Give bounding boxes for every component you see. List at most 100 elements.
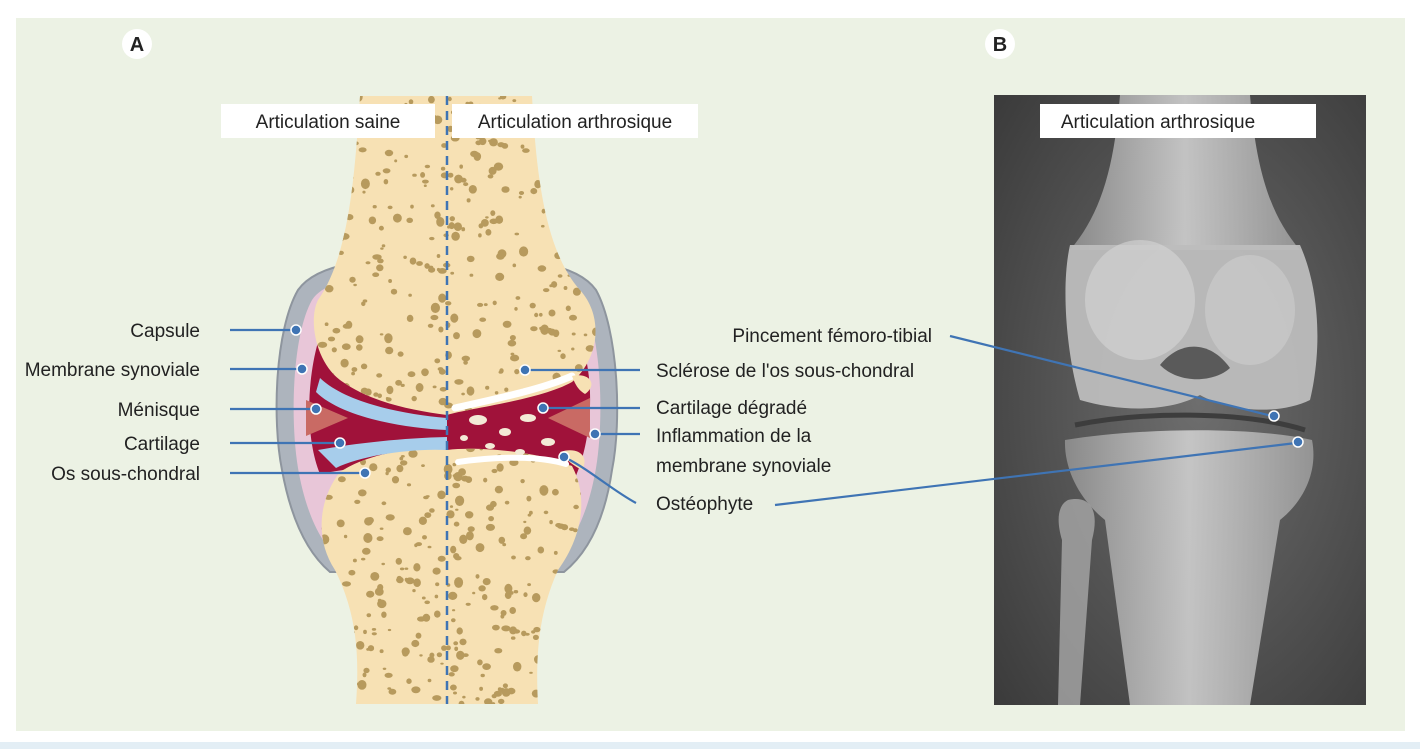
panel-a: A xyxy=(25,29,914,704)
bone-pore xyxy=(333,160,343,166)
bone-pore xyxy=(336,236,344,242)
bone-pore xyxy=(591,257,596,262)
bone-pore xyxy=(353,625,359,631)
bone-pore xyxy=(466,448,475,453)
bone-pore xyxy=(565,203,570,207)
bone-pore xyxy=(556,633,563,640)
bone-pore xyxy=(432,567,441,575)
bone-pore xyxy=(388,279,392,283)
bone-pore xyxy=(493,162,504,171)
bone-pore xyxy=(313,201,318,206)
bone-pore xyxy=(465,476,470,481)
bone-pore xyxy=(356,682,361,686)
bone-pore xyxy=(554,252,563,260)
bone-pore xyxy=(372,272,380,278)
bone-pore xyxy=(412,173,417,177)
bone-pore xyxy=(421,368,429,377)
bone-pore xyxy=(453,691,457,695)
bone-pore xyxy=(333,604,339,611)
bone-pore xyxy=(377,258,384,264)
bone-pore xyxy=(509,335,516,341)
bone-pore xyxy=(502,683,508,689)
bone-pore xyxy=(427,656,435,663)
label-inflammation-line1: Inflammation de la xyxy=(656,426,812,447)
bone-pore xyxy=(365,261,371,265)
bone-pore xyxy=(437,490,446,500)
bone-pore xyxy=(581,187,590,197)
bone-pore xyxy=(494,485,503,494)
bone-pore xyxy=(403,527,412,536)
bone-pore xyxy=(385,514,395,521)
bone-pore xyxy=(413,563,421,572)
bone-pore xyxy=(336,627,345,634)
bone-pore xyxy=(321,575,322,579)
bone-pore xyxy=(440,166,446,171)
bone-pore xyxy=(397,351,404,357)
bone-pore xyxy=(465,511,474,519)
label-synovial-membrane: Membrane synoviale xyxy=(25,360,200,381)
bone-pore xyxy=(430,302,440,313)
bone-pore xyxy=(512,99,517,103)
bone-pore xyxy=(563,286,568,290)
bone-pore xyxy=(543,659,552,666)
bone-pore xyxy=(436,217,445,227)
bone-pore xyxy=(353,141,359,146)
bone-pore xyxy=(321,665,325,673)
bone-pore xyxy=(497,142,505,148)
bone-pore xyxy=(514,307,518,311)
bone-pore xyxy=(504,583,513,594)
bone-pore xyxy=(456,650,465,660)
bone-pore xyxy=(504,591,512,599)
bone-pore xyxy=(331,139,336,144)
bone-pore xyxy=(376,373,383,378)
bone-pore xyxy=(541,224,545,228)
bone-pore xyxy=(527,513,532,517)
bone-pore xyxy=(585,345,595,352)
bone-pore xyxy=(379,527,384,530)
bone-pore xyxy=(313,245,322,252)
bone-pore xyxy=(532,634,539,641)
bone-pore xyxy=(387,628,392,632)
bone-pore xyxy=(483,303,488,307)
bone-pore xyxy=(450,313,459,323)
bone-pore xyxy=(453,521,460,527)
bone-pore xyxy=(313,202,321,208)
bone-pore xyxy=(415,542,422,547)
xray-image xyxy=(994,95,1366,705)
panel-b: B Articulation arthrosique Pincement fém… xyxy=(732,29,1366,705)
bone-pore xyxy=(410,204,414,209)
tibia-bone xyxy=(321,448,582,704)
bone-pore xyxy=(501,186,510,193)
bone-pore xyxy=(344,96,353,105)
bone-pore xyxy=(367,645,374,652)
bone-pore xyxy=(520,144,525,149)
bone-pore xyxy=(487,174,494,179)
bone-pore xyxy=(572,648,580,653)
bone-pore xyxy=(372,254,382,260)
bone-pore xyxy=(407,371,416,378)
bone-pore xyxy=(577,663,581,667)
bone-pore xyxy=(378,225,384,231)
bone-pore xyxy=(383,179,389,185)
bone-pore xyxy=(491,468,498,474)
bone-pore xyxy=(590,151,595,154)
bone-pore xyxy=(342,693,351,700)
bone-pore xyxy=(317,341,328,348)
bone-pore xyxy=(523,526,532,535)
bone-pore xyxy=(396,464,404,473)
bone-pore xyxy=(345,320,353,329)
bone-pore xyxy=(451,231,460,241)
bone-pore xyxy=(478,585,486,592)
bone-pore xyxy=(532,593,541,603)
bone-pore xyxy=(514,232,520,236)
bone-pore xyxy=(454,174,463,184)
bone-pore xyxy=(427,323,434,328)
bone-pore xyxy=(360,387,369,395)
bone-pore xyxy=(546,623,552,629)
bone-pore xyxy=(391,476,400,484)
bone-pore xyxy=(370,572,380,581)
bone-pore xyxy=(450,684,457,691)
right-leaders xyxy=(519,364,640,504)
bone-pore xyxy=(571,347,575,351)
bone-pore xyxy=(483,477,488,483)
